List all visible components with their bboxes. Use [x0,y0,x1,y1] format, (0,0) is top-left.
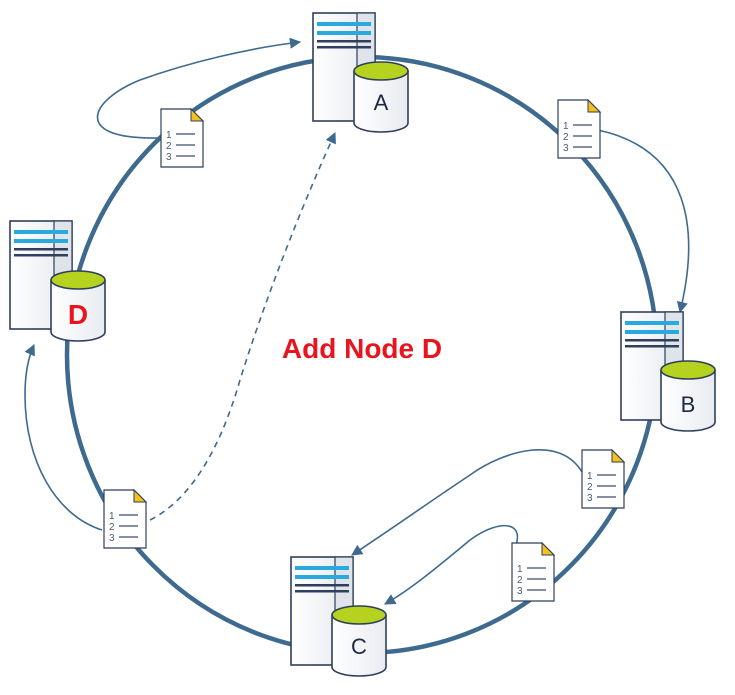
arrow-doc-to-c-inner [384,524,519,605]
doc-line-number: 2 [517,575,523,586]
node-label-b: B [681,392,696,417]
doc-line-number: 1 [109,511,115,522]
doc-line-number: 3 [517,586,523,597]
document-top-left: 1 2 3 [160,108,204,168]
doc-line-number: 3 [166,152,172,163]
doc-line-number: 2 [587,482,593,493]
doc-line-number: 1 [563,121,569,132]
doc-line-number: 1 [587,471,593,482]
arrow-doc-to-d [24,343,103,531]
doc-line-number: 2 [166,141,172,152]
node-b: B [620,311,716,432]
node-c: C [290,556,387,677]
diagram-title: Add Node D [282,333,442,364]
doc-line-number: 3 [563,143,569,154]
doc-line-number: 2 [563,132,569,143]
doc-line-number: 1 [166,130,172,141]
document-top-right: 1 2 3 [557,99,601,159]
document-right: 1 2 3 [581,449,625,509]
node-label-c: C [351,634,367,659]
arrow-doc-to-b [597,129,690,314]
node-label-d: D [68,299,88,330]
node-label-a: A [374,90,389,115]
doc-line-number: 1 [517,564,523,575]
document-bottom-right: 1 2 3 [511,542,555,602]
arrow-doc-to-a [96,37,302,139]
doc-line-number: 3 [587,493,593,504]
doc-line-number: 2 [109,522,115,533]
node-d: D [9,220,106,342]
arrows [24,37,690,605]
document-bottom-left: 1 2 3 [103,489,147,549]
arrow-doc-to-c-outer [351,448,583,556]
arrow-dashed-doc-to-a [149,131,336,521]
node-a: A [312,12,409,133]
doc-line-number: 3 [109,533,115,544]
